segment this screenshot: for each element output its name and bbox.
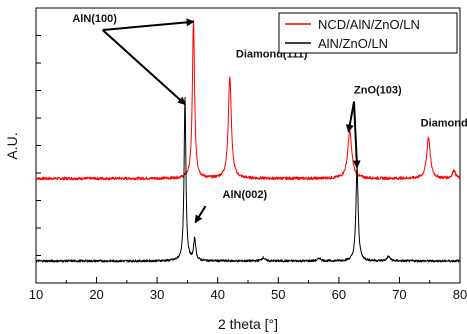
x-tick-label-50: 50 [271,287,285,302]
annotation-label-0: AlN(100) [72,13,117,25]
annotation-arrow-0 [101,29,186,105]
x-tick-label-40: 40 [210,287,224,302]
series-line-0 [35,20,461,181]
y-axis-ticks [36,35,41,256]
legend-box [278,12,458,54]
annotation-label-2: ZnO(103) [354,84,402,96]
legend-label-aln: AlN/ZnO/LN [318,36,388,51]
legend: NCD/AlN/ZnO/LN AlN/ZnO/LN [278,12,458,54]
annotation-arrow-2 [345,101,355,133]
x-axis-tick-labels: 10 20 30 40 50 60 70 80 [29,287,467,302]
annotation-label-4: AlN(002) [223,189,268,201]
x-tick-label-20: 20 [89,287,103,302]
annotation-arrow-3 [352,101,361,169]
y-axis-label: A.U. [4,132,20,159]
x-tick-label-70: 70 [392,287,406,302]
annotation-arrows [101,18,361,224]
x-tick-label-80: 80 [453,287,467,302]
x-tick-label-30: 30 [150,287,164,302]
legend-label-ncd: NCD/AlN/ZnO/LN [318,17,420,32]
x-tick-label-10: 10 [29,287,43,302]
series-layer [35,20,461,263]
annotation-arrow-4 [194,205,207,224]
x-axis-label: 2 theta [°] [218,316,278,332]
x-tick-label-60: 60 [332,287,346,302]
x-axis-ticks [35,277,461,283]
annotation-label-3: Diamond(220) [421,117,467,129]
annotation-arrow-1 [102,18,195,31]
series-line-1 [35,97,461,263]
